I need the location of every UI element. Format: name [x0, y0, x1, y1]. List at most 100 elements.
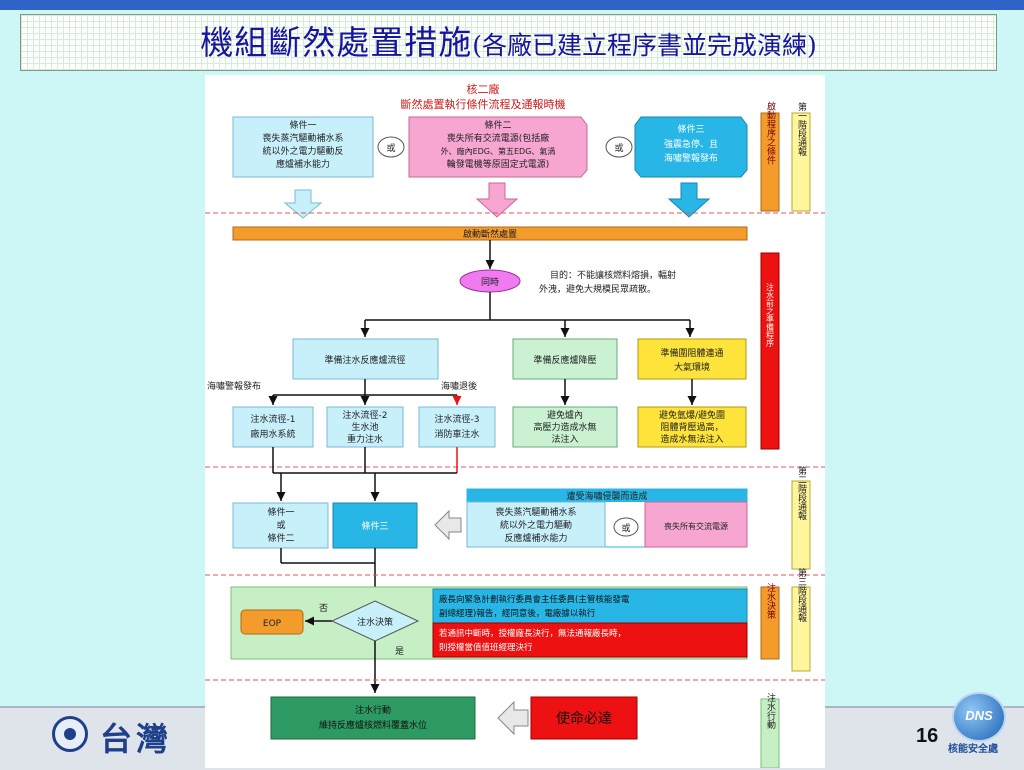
purpose-line: 外洩，避免大規模民眾疏散。: [539, 283, 656, 295]
inject-path-1-line: 廠用水系統: [250, 428, 295, 440]
prep-vent-box: [637, 338, 747, 380]
mission-box: [530, 696, 638, 740]
condition-3-line: 強震急停、且: [664, 138, 718, 150]
prep-depress-label: 準備反應爐降壓: [533, 354, 596, 366]
heading-flow: 斷然處置執行條件流程及通報時機: [401, 97, 566, 111]
side-prep-box: [760, 252, 780, 450]
action-line: 注水行動: [355, 704, 391, 716]
condition-1-line: 應爐補水能力: [276, 158, 330, 170]
or-circle: [613, 517, 639, 537]
depress-result-box: [512, 406, 618, 448]
taipower-logo-icon: [52, 716, 88, 752]
tsunami-loss-ac: 喪失所有交流電源: [664, 521, 728, 531]
side-stage2: 第二階段通報: [796, 465, 807, 521]
inject-path-2-line: 生水池: [351, 421, 378, 433]
no-label: 否: [319, 603, 328, 614]
condition-3-stage-label: 條件三: [361, 520, 388, 532]
vent-result-line: 避免氫爆/避免圍: [659, 409, 725, 421]
inject-path-2-line: 注水流徑-2: [343, 409, 388, 421]
decision-fallback-box: [432, 622, 748, 658]
prep-inject-box: [292, 338, 439, 380]
prep-vent-line: 準備圍阻體連通: [660, 347, 723, 359]
side-start-conditions-box: [760, 112, 780, 212]
tsunami-header: 遭受海嘯侵襲而造成: [566, 490, 647, 502]
slide-title-sub: (各廠已建立程序書並完成演練): [472, 31, 817, 60]
start-bar-label: 啟動斷然處置: [463, 228, 517, 240]
tsunami-header-bar: [467, 489, 747, 502]
decision-fallback-line: 則授權當值值班經理決行: [439, 642, 533, 653]
slide-title-main: 機組斷然處置措施: [200, 23, 473, 62]
inject-path-2-box: [326, 406, 404, 448]
decision-report-line: 廠長向緊急計劃執行委員會主任委員(主管核能發電: [439, 594, 630, 605]
tsunami-loss-ac-box: [644, 501, 748, 548]
side-action: 注水行動: [765, 692, 776, 730]
down-arrow-icon: [667, 182, 711, 218]
inject-path-1-box: [232, 406, 314, 448]
vent-result-line: 造成水無法注入: [660, 433, 723, 445]
condition-1-or-2-line: 或: [276, 519, 285, 531]
footer-logo-text: 台灣: [100, 720, 173, 758]
prep-vent-line: 大氣環境: [674, 361, 710, 373]
side-stage3: 第三階段通報: [796, 567, 807, 623]
tsunami-loss-dc-box: [466, 501, 606, 548]
prep-inject-label: 準備注水反應爐流徑: [324, 354, 405, 366]
side-stage1: 第一階段通報: [796, 101, 807, 157]
tsunami-loss-dc-line: 統以外之電力驅動: [500, 519, 572, 531]
side-decision: 注水決策: [765, 582, 776, 620]
inject-path-2-line: 重力注水: [347, 433, 383, 445]
page-number: 16: [916, 725, 939, 747]
left-arrow-icon: [434, 509, 462, 541]
label-tsunami-retreat: 海嘯退後: [441, 380, 477, 392]
left-arrow-icon: [497, 700, 529, 736]
action-line: 維持反應爐核燃料覆蓋水位: [319, 719, 427, 731]
flowchart-diagram: 核二廠 斷然處置執行條件流程及通報時機 條件一 喪失蒸汽驅動補水系 統以外之電力…: [205, 82, 825, 768]
decision-diamond-label: 注水決策: [357, 616, 393, 628]
depress-result-line: 法注入: [551, 433, 578, 445]
label-tsunami-warning: 海嘯警報發布: [207, 380, 261, 392]
inject-path-1-line: 注水流徑-1: [251, 413, 296, 425]
top-accent-strip: [0, 0, 1024, 10]
inject-path-3-line: 消防車注水: [434, 428, 479, 440]
condition-2-line: 外、廠內EDG、第五EDG、氣渦: [441, 146, 556, 156]
decision-report-line: 副總經理)報告，經同意後，電廠據以執行: [439, 608, 596, 619]
side-stage3-box: [791, 586, 811, 672]
down-arrow-icon: [475, 182, 519, 218]
eop-box: [240, 609, 304, 635]
mission-label: 使命必達: [556, 710, 612, 727]
side-action-box: [760, 698, 780, 768]
flowchart-panel: 核二廠 斷然處置執行條件流程及通報時機 條件一 喪失蒸汽驅動補水系 統以外之電力…: [205, 75, 825, 768]
condition-1-title: 條件一: [289, 119, 316, 131]
condition-1-line: 統以外之電力驅動反: [262, 145, 343, 157]
decision-report-box: [432, 588, 748, 624]
eop-label: EOP: [263, 619, 282, 629]
condition-3-title: 條件三: [677, 123, 704, 135]
condition-1-box: [232, 116, 374, 178]
side-prep-procedures: 注水前之準備程序: [766, 282, 775, 348]
side-stage2-box: [791, 480, 811, 570]
depress-result-line: 避免爐內: [547, 409, 583, 421]
purpose-line: 目的：不能讓核燃料熔損，輻射: [550, 269, 676, 281]
side-stage1-box: [791, 112, 811, 212]
simultaneous-label: 同時: [481, 277, 499, 288]
condition-2-title: 條件二: [484, 119, 511, 131]
condition-3-line: 海嘯警報發布: [664, 152, 718, 164]
dns-caption: 核能安全處: [948, 744, 998, 755]
decision-fallback-line: 若通訊中斷時，授權廠長決行，無法通報廠長時，: [439, 628, 626, 639]
condition-1-or-2-box: [232, 502, 329, 549]
slide-title: 機組斷然處置措施(各廠已建立程序書並完成演練): [21, 15, 996, 70]
condition-2-line: 輪發電機等原固定式電源): [447, 158, 550, 170]
condition-1-line: 喪失蒸汽驅動補水系: [262, 132, 343, 144]
vent-result-box: [637, 406, 747, 448]
heading-plant: 核二廠: [467, 82, 500, 96]
depress-result-line: 高壓力造成水無: [533, 421, 596, 433]
tsunami-loss-dc-line: 喪失蒸汽驅動補水系: [495, 506, 576, 518]
action-box: [270, 696, 476, 740]
dns-logo-text: DNS: [965, 708, 993, 723]
side-decision-box: [760, 586, 780, 660]
down-arrow-icon: [283, 189, 323, 219]
condition-3-stage-box: [332, 502, 418, 549]
condition-2-line: 喪失所有交流電源(包括廠: [447, 132, 550, 144]
condition-3-box: [634, 116, 748, 178]
yes-label: 是: [395, 646, 404, 657]
dns-logo-icon: DNS: [952, 692, 1006, 742]
